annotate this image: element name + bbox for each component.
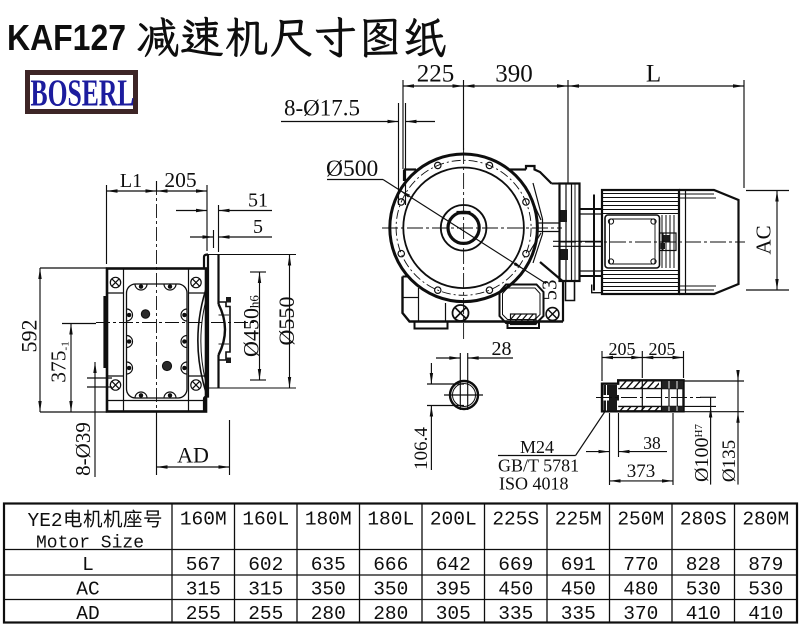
svg-text:180M: 180M: [305, 509, 352, 531]
svg-text:280: 280: [311, 603, 346, 624]
svg-text:255: 255: [248, 603, 283, 624]
svg-text:602: 602: [248, 554, 283, 576]
svg-text:315: 315: [248, 579, 283, 601]
svg-text:L1: L1: [120, 170, 142, 192]
svg-text:567: 567: [186, 554, 221, 576]
svg-text:106.4: 106.4: [411, 427, 432, 470]
svg-text:666: 666: [373, 554, 408, 576]
svg-text:642: 642: [436, 554, 471, 576]
svg-text:ISO 4018: ISO 4018: [499, 474, 569, 494]
svg-text:180L: 180L: [367, 509, 414, 531]
svg-text:255: 255: [186, 603, 221, 624]
svg-text:KAF127: KAF127: [7, 17, 126, 58]
svg-text:280: 280: [373, 603, 408, 624]
svg-text:53: 53: [538, 280, 562, 301]
svg-text:Ø500: Ø500: [326, 156, 378, 182]
svg-text:592: 592: [17, 320, 42, 353]
svg-text:225: 225: [417, 61, 455, 88]
svg-text:280M: 280M: [742, 509, 789, 531]
svg-text:205: 205: [609, 339, 636, 359]
svg-text:530: 530: [748, 579, 783, 601]
svg-text:Motor Size: Motor Size: [36, 534, 144, 554]
svg-text:Ø100H7: Ø100H7: [691, 424, 713, 482]
svg-text:350: 350: [311, 579, 346, 601]
svg-text:280S: 280S: [680, 509, 727, 531]
svg-text:AC: AC: [752, 225, 776, 254]
svg-text:28: 28: [492, 338, 512, 360]
svg-text:250M: 250M: [617, 509, 664, 531]
svg-text:225M: 225M: [555, 509, 602, 531]
svg-text:5: 5: [253, 216, 263, 238]
svg-text:450: 450: [498, 579, 533, 601]
svg-text:160M: 160M: [180, 509, 227, 531]
svg-text:225S: 225S: [492, 509, 539, 531]
svg-text:480: 480: [623, 579, 658, 601]
svg-text:691: 691: [561, 554, 596, 576]
svg-text:Ø135: Ø135: [719, 440, 740, 482]
svg-text:AD: AD: [177, 443, 209, 468]
svg-text:410: 410: [686, 603, 721, 624]
svg-text:YE2: YE2: [28, 510, 63, 532]
svg-text:635: 635: [311, 554, 346, 576]
svg-text:395: 395: [436, 579, 471, 601]
svg-text:370: 370: [623, 603, 658, 624]
svg-text:410: 410: [748, 603, 783, 624]
svg-text:160L: 160L: [242, 509, 289, 531]
svg-text:205: 205: [649, 339, 676, 359]
svg-text:335: 335: [561, 603, 596, 624]
svg-text:AD: AD: [76, 603, 99, 624]
svg-text:L: L: [82, 554, 94, 576]
svg-text:51: 51: [248, 190, 268, 212]
svg-text:350: 350: [373, 579, 408, 601]
svg-text:205: 205: [164, 168, 196, 192]
svg-text:879: 879: [748, 554, 783, 576]
svg-text:390: 390: [495, 61, 533, 88]
svg-text:8-Ø39: 8-Ø39: [71, 422, 95, 476]
svg-text:828: 828: [686, 554, 721, 576]
svg-text:L: L: [646, 61, 661, 88]
svg-text:770: 770: [623, 554, 658, 576]
svg-text:GB/T 5781: GB/T 5781: [498, 456, 579, 476]
svg-text:BOSERL: BOSERL: [31, 73, 135, 115]
svg-text:38: 38: [643, 433, 661, 453]
svg-text:200L: 200L: [430, 509, 477, 531]
svg-text:305: 305: [436, 603, 471, 624]
svg-text:373: 373: [627, 461, 656, 482]
svg-text:AC: AC: [76, 579, 99, 601]
svg-text:Ø550: Ø550: [274, 297, 299, 346]
svg-text:450: 450: [561, 579, 596, 601]
svg-text:8-Ø17.5: 8-Ø17.5: [284, 96, 360, 121]
svg-text:Ø450h6: Ø450h6: [239, 295, 264, 357]
svg-text:315: 315: [186, 579, 221, 601]
svg-text:669: 669: [498, 554, 533, 576]
svg-text:M24: M24: [520, 437, 554, 457]
svg-text:335: 335: [498, 603, 533, 624]
svg-text:530: 530: [686, 579, 721, 601]
